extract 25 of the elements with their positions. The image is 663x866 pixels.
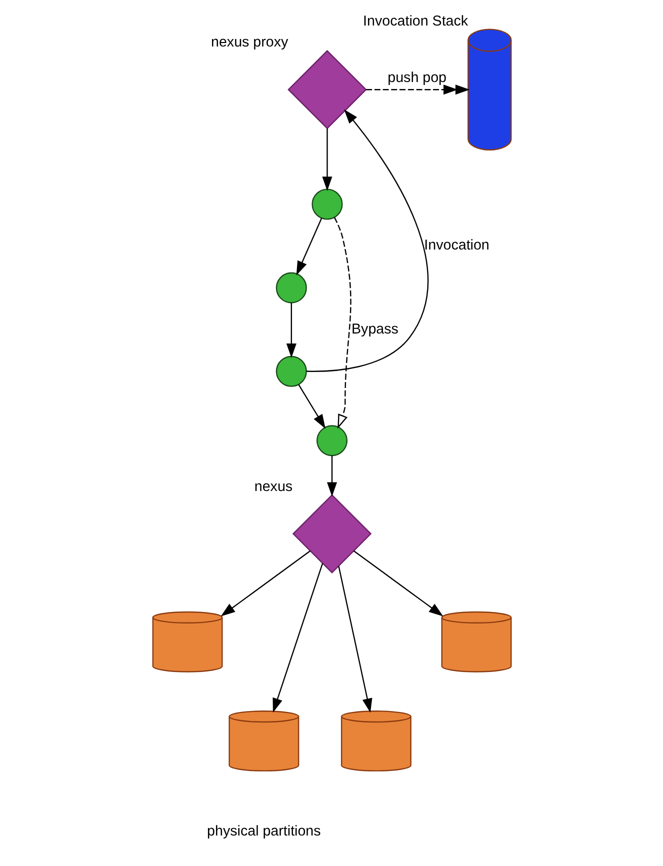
edge-label: Invocation (424, 237, 489, 254)
edge-label: push pop (387, 69, 446, 86)
arrow (298, 384, 325, 428)
node-circle (311, 188, 342, 220)
arrow (322, 128, 332, 190)
node-diamond (292, 494, 372, 573)
arrow (338, 565, 372, 712)
arrow (220, 550, 310, 616)
label: physical partitions (206, 822, 320, 839)
arrow (272, 562, 323, 712)
node-label: nexus proxy (210, 34, 288, 50)
node-label: Invocation Stack (362, 12, 468, 29)
arrow (366, 84, 470, 94)
arrow (326, 455, 337, 496)
arrow (306, 108, 428, 372)
edge-label: Bypass (351, 320, 398, 337)
node-circle (275, 355, 306, 386)
arrow (296, 217, 322, 275)
node-circle (316, 424, 348, 456)
node-diamond (287, 49, 366, 129)
node-circle (275, 272, 306, 303)
node-label: nexus (254, 478, 292, 494)
arrow (352, 550, 443, 616)
arrow (333, 216, 351, 428)
arrow (286, 302, 296, 358)
